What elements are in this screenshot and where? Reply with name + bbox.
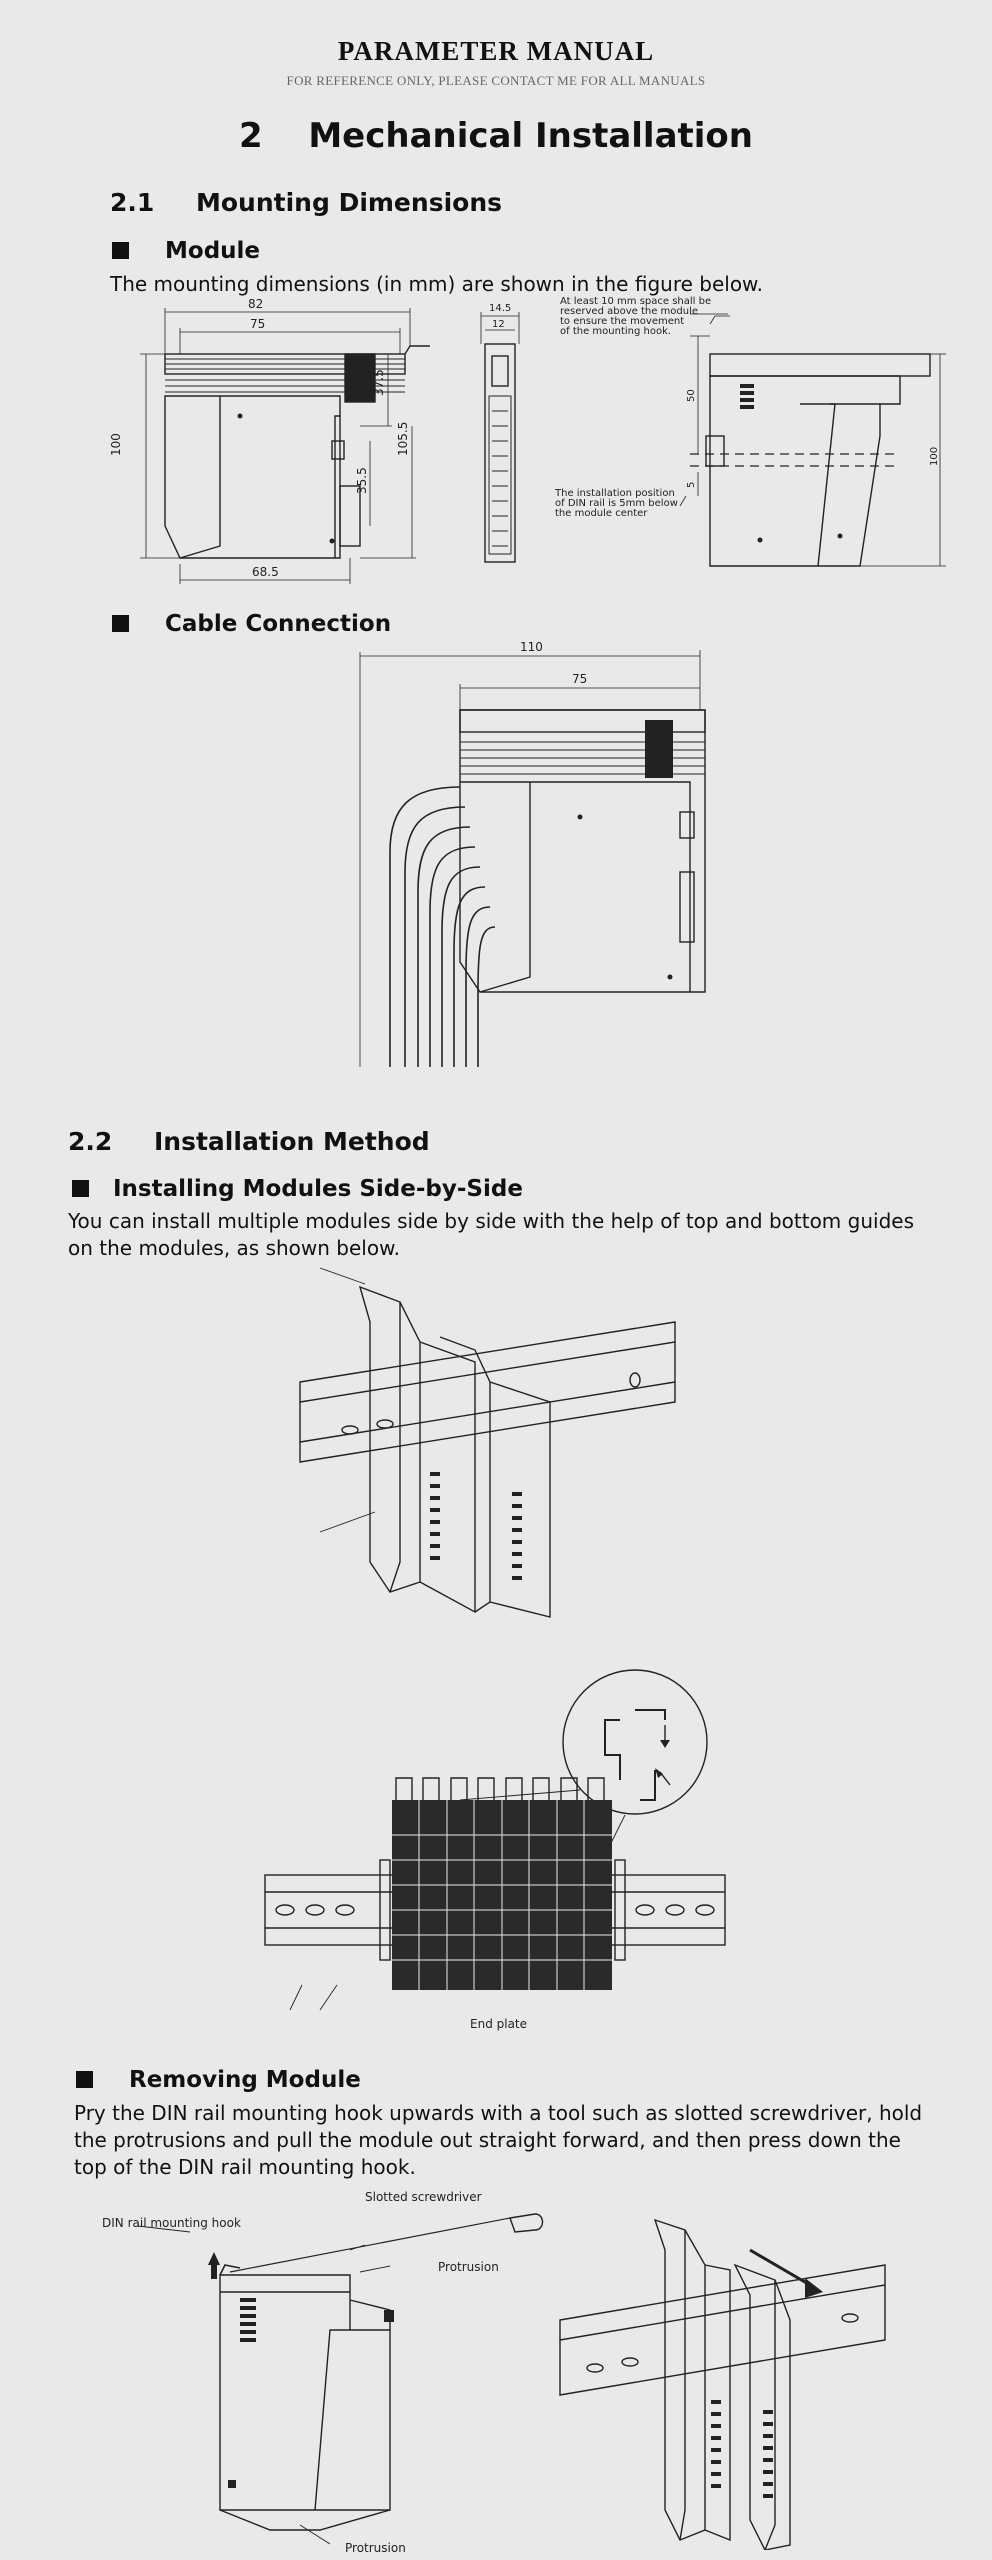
label-slotted-screwdriver: Slotted screwdriver bbox=[365, 2190, 482, 2204]
dim-68-5-label: 68.5 bbox=[252, 565, 279, 579]
dim-82-label: 82 bbox=[248, 297, 263, 311]
section-heading-2-2: 2.2 Installation Method bbox=[68, 1127, 430, 1156]
dim-100-right-label: 100 bbox=[929, 447, 940, 466]
din-rail bbox=[299, 1321, 676, 1403]
end-plate-label: End plate bbox=[470, 2017, 527, 2031]
bullet-square-icon bbox=[72, 1180, 89, 1197]
module-left bbox=[358, 1285, 421, 1593]
dim-100-label: 100 bbox=[109, 433, 123, 456]
screwdriver-icon bbox=[509, 2213, 544, 2233]
removing-module-description: Pry the DIN rail mounting hook upwards w… bbox=[74, 2101, 923, 2179]
cable-connection-figure: 110 75 bbox=[359, 640, 706, 1067]
dim-50-label: 50 bbox=[686, 389, 697, 402]
side-by-side-description: You can install multiple modules side by… bbox=[68, 1209, 914, 1260]
subheading-side-by-side: Installing Modules Side-by-Side bbox=[72, 1176, 523, 1202]
detail-zoom-circle bbox=[562, 1669, 708, 1815]
removing-module-figure-right bbox=[559, 2218, 886, 2550]
module-description: The mounting dimensions (in mm) are show… bbox=[110, 272, 763, 296]
end-plate-figure: End plate bbox=[264, 1669, 726, 2031]
dim-14-5-label: 14.5 bbox=[489, 303, 511, 314]
subheading-text: Installing Modules Side-by-Side bbox=[113, 1176, 523, 1202]
document-title: PARAMETER MANUAL bbox=[337, 36, 655, 66]
arrow-up-icon bbox=[208, 2252, 220, 2265]
module-side-outline bbox=[219, 2274, 391, 2511]
label-protrusion-bottom: Protrusion bbox=[345, 2541, 406, 2555]
module-stack bbox=[392, 1777, 612, 1990]
chapter-number: 2 bbox=[238, 116, 263, 156]
dim-5-label: 5 bbox=[686, 482, 697, 488]
bullet-square-icon bbox=[76, 2071, 93, 2088]
bullet-square-icon bbox=[112, 615, 129, 632]
subheading-text: Removing Module bbox=[129, 2067, 361, 2093]
subheading-text: Cable Connection bbox=[165, 611, 392, 637]
arrow-forward-icon bbox=[805, 2278, 823, 2298]
module-dimension-figure: 82 75 100 37.5 105.5 35.5 68.5 14.5 12 5… bbox=[109, 296, 946, 584]
dim-35-5-label: 35.5 bbox=[355, 467, 369, 494]
section-title: Mounting Dimensions bbox=[196, 188, 502, 217]
end-plate-left bbox=[379, 1859, 391, 1961]
label-din-rail-hook: DIN rail mounting hook bbox=[102, 2216, 241, 2230]
label-protrusion-top: Protrusion bbox=[438, 2260, 499, 2274]
section-number: 2.2 bbox=[68, 1127, 113, 1156]
dim-75-cable-label: 75 bbox=[572, 672, 587, 686]
removing-module-figure-left: Slotted screwdriver DIN rail mounting ho… bbox=[102, 2190, 544, 2555]
subheading-cable-connection: Cable Connection bbox=[112, 611, 391, 637]
side-by-side-figure bbox=[299, 1267, 676, 1618]
section-number: 2.1 bbox=[110, 188, 155, 217]
subheading-removing-module: Removing Module bbox=[76, 2067, 361, 2093]
dim-37-5-label: 37.5 bbox=[372, 369, 386, 396]
bullet-square-icon bbox=[112, 242, 129, 259]
section-title: Installation Method bbox=[154, 1127, 430, 1156]
section-heading-2-1: 2.1 Mounting Dimensions bbox=[110, 188, 502, 217]
dim-105-5-label: 105.5 bbox=[396, 422, 410, 456]
note-din-rail-position: The installation position of DIN rail is… bbox=[554, 488, 681, 519]
note-space-above: At least 10 mm space shall be reserved a… bbox=[560, 296, 714, 337]
subheading-text: Module bbox=[165, 238, 261, 264]
din-rail-angled bbox=[559, 2264, 886, 2341]
dim-110-label: 110 bbox=[520, 640, 543, 654]
chapter-title: Mechanical Installation bbox=[308, 116, 753, 156]
dim-75-label: 75 bbox=[250, 317, 265, 331]
subheading-module: Module bbox=[112, 238, 260, 264]
module-front-view bbox=[484, 343, 516, 563]
dim-12-label: 12 bbox=[492, 319, 505, 330]
chapter-heading: 2 Mechanical Installation bbox=[0, 116, 992, 156]
document-subtitle: FOR REFERENCE ONLY, PLEASE CONTACT ME FO… bbox=[286, 73, 706, 88]
end-plate-right bbox=[614, 1859, 626, 1961]
